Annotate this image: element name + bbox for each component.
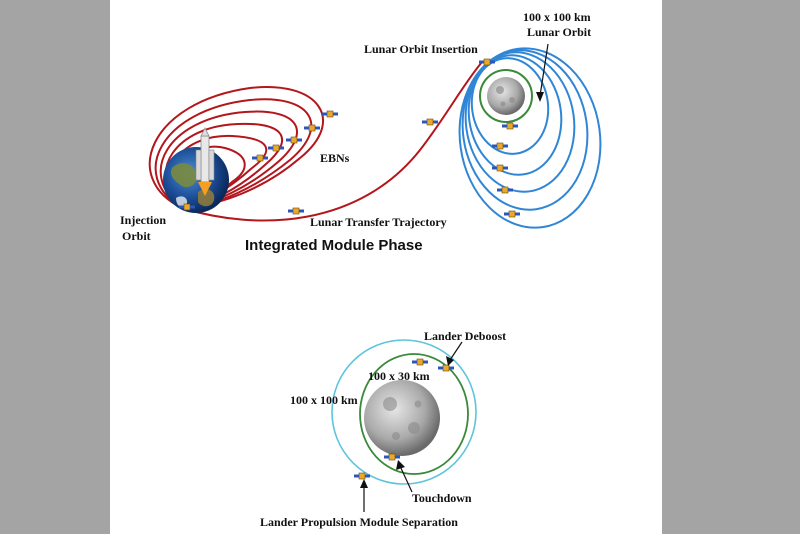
label-lander-separation: Lander Propulsion Module Separation — [260, 515, 458, 529]
lander-icon — [411, 358, 429, 366]
lunar-orbits — [458, 47, 602, 229]
lunar-transfer-trajectory — [181, 61, 483, 222]
phase-title: Integrated Module Phase — [245, 237, 423, 254]
moon-bottom — [364, 380, 440, 456]
label-touchdown: Touchdown — [412, 491, 472, 505]
lunar-orbit-arrow — [536, 43, 549, 102]
label-ebns: EBNs — [320, 151, 350, 165]
label-injection: Injection — [120, 213, 166, 227]
label-lunar-orbit-insertion: Lunar Orbit Insertion — [364, 42, 478, 56]
spacecraft-icon — [321, 110, 339, 118]
spacecraft-icon — [287, 207, 305, 215]
label-orbit: Orbit — [122, 229, 151, 243]
label-lunar-transfer-trajectory: Lunar Transfer Trajectory — [310, 215, 447, 229]
earth-orbit-1 — [148, 86, 324, 210]
spacecraft-icon — [421, 118, 439, 126]
label-orbit-100x100: 100 x 100 km — [290, 393, 358, 407]
spacecraft-icon — [303, 124, 321, 132]
earth-orbits — [148, 61, 483, 222]
label-lunar-orbit: Lunar Orbit — [527, 25, 591, 39]
label-orbit-100x30: 100 x 30 km — [368, 369, 430, 383]
label-lander-deboost: Lander Deboost — [424, 329, 506, 343]
label-lunar-orbit-size: 100 x 100 km — [523, 10, 591, 24]
spacecraft-icon — [503, 210, 521, 218]
earth-orbit-2 — [154, 98, 313, 210]
earth-orbit-3 — [159, 110, 298, 210]
launch-vehicle-icon — [195, 127, 215, 196]
spacecraft-icon — [496, 186, 514, 194]
spacecraft-icon — [251, 154, 269, 162]
outer-lunar-orbit-100x100 — [331, 339, 477, 485]
landing-arrows — [360, 341, 463, 512]
labels: Lunar Orbit Insertion 100 x 100 km Lunar… — [120, 10, 591, 529]
spacecraft-icon — [285, 136, 303, 144]
lunar-circular-orbit — [479, 69, 533, 123]
moon-top — [487, 77, 525, 115]
earth-orbit-4 — [164, 122, 284, 210]
descent-orbit-100x30 — [359, 353, 469, 475]
spacecraft-icon — [501, 122, 519, 130]
